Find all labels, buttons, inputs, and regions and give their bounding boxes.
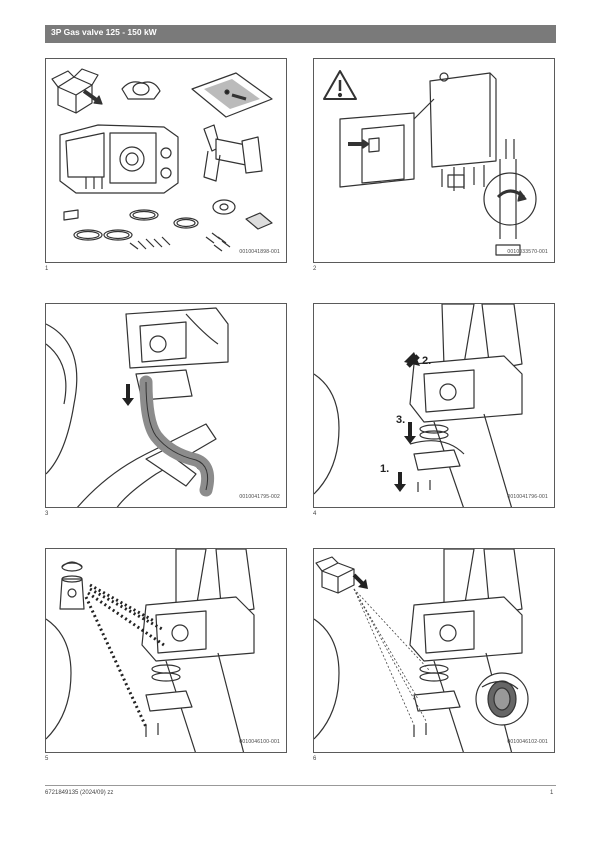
trash-bin-icon (59, 561, 85, 610)
figure-3-illustration (46, 307, 229, 507)
arrow-down-icon (352, 573, 368, 589)
figure-5-illustration (46, 549, 255, 752)
figure-4-number: 4 (313, 511, 317, 517)
header-bar: 3P Gas valve 125 - 150 kW (45, 25, 556, 43)
page-title: 3P Gas valve 125 - 150 kW (51, 27, 157, 37)
figure-2-number: 2 (313, 266, 317, 272)
open-box-icon (51, 68, 99, 114)
figure-1-panel: 0010041898-001 (45, 58, 287, 263)
arrow-step2-icon (404, 352, 420, 368)
figure-1-number: 1 (45, 266, 49, 272)
arrow-step1-icon (394, 472, 406, 492)
footer-divider (45, 785, 556, 786)
figure-4-panel: 2. 3. 1. 0010041796-001 (313, 303, 555, 508)
figure-6-panel: 0010046102-001 (313, 548, 555, 753)
arrow-step3-icon (404, 422, 416, 444)
figure-6-code: 0010046102-001 (507, 739, 548, 745)
footer-page-number: 1 (550, 790, 554, 796)
figure-3-number: 3 (45, 511, 49, 517)
figure-3-panel: 0010041795-002 (45, 303, 287, 508)
arrow-down-icon (122, 384, 134, 406)
figure-5-number: 5 (45, 756, 49, 762)
figure-2-panel: 0010033570-001 (313, 58, 555, 263)
figure-2-code: 0010033570-001 (507, 249, 548, 255)
figure-1-illustration (51, 68, 273, 252)
footer-doc-ref: 6721849135 (2024/09) zz (45, 790, 114, 796)
step-3-label: 3. (396, 414, 405, 426)
figure-5-panel: 0010046100-001 (45, 548, 287, 753)
step-1-label: 1. (380, 463, 389, 475)
step-2-label: 2. (422, 355, 431, 367)
figure-5-code: 0010046100-001 (239, 739, 280, 745)
figure-1-code: 0010041898-001 (239, 249, 280, 255)
figure-4-illustration: 2. 3. 1. (314, 304, 523, 507)
figure-6-number: 6 (313, 756, 317, 762)
open-box-icon (315, 556, 355, 594)
figure-3-code: 0010041795-002 (239, 494, 280, 500)
figure-6-illustration (314, 549, 529, 752)
warning-icon (323, 70, 357, 100)
figure-2-illustration (323, 70, 537, 256)
figure-4-code: 0010041796-001 (507, 494, 548, 500)
